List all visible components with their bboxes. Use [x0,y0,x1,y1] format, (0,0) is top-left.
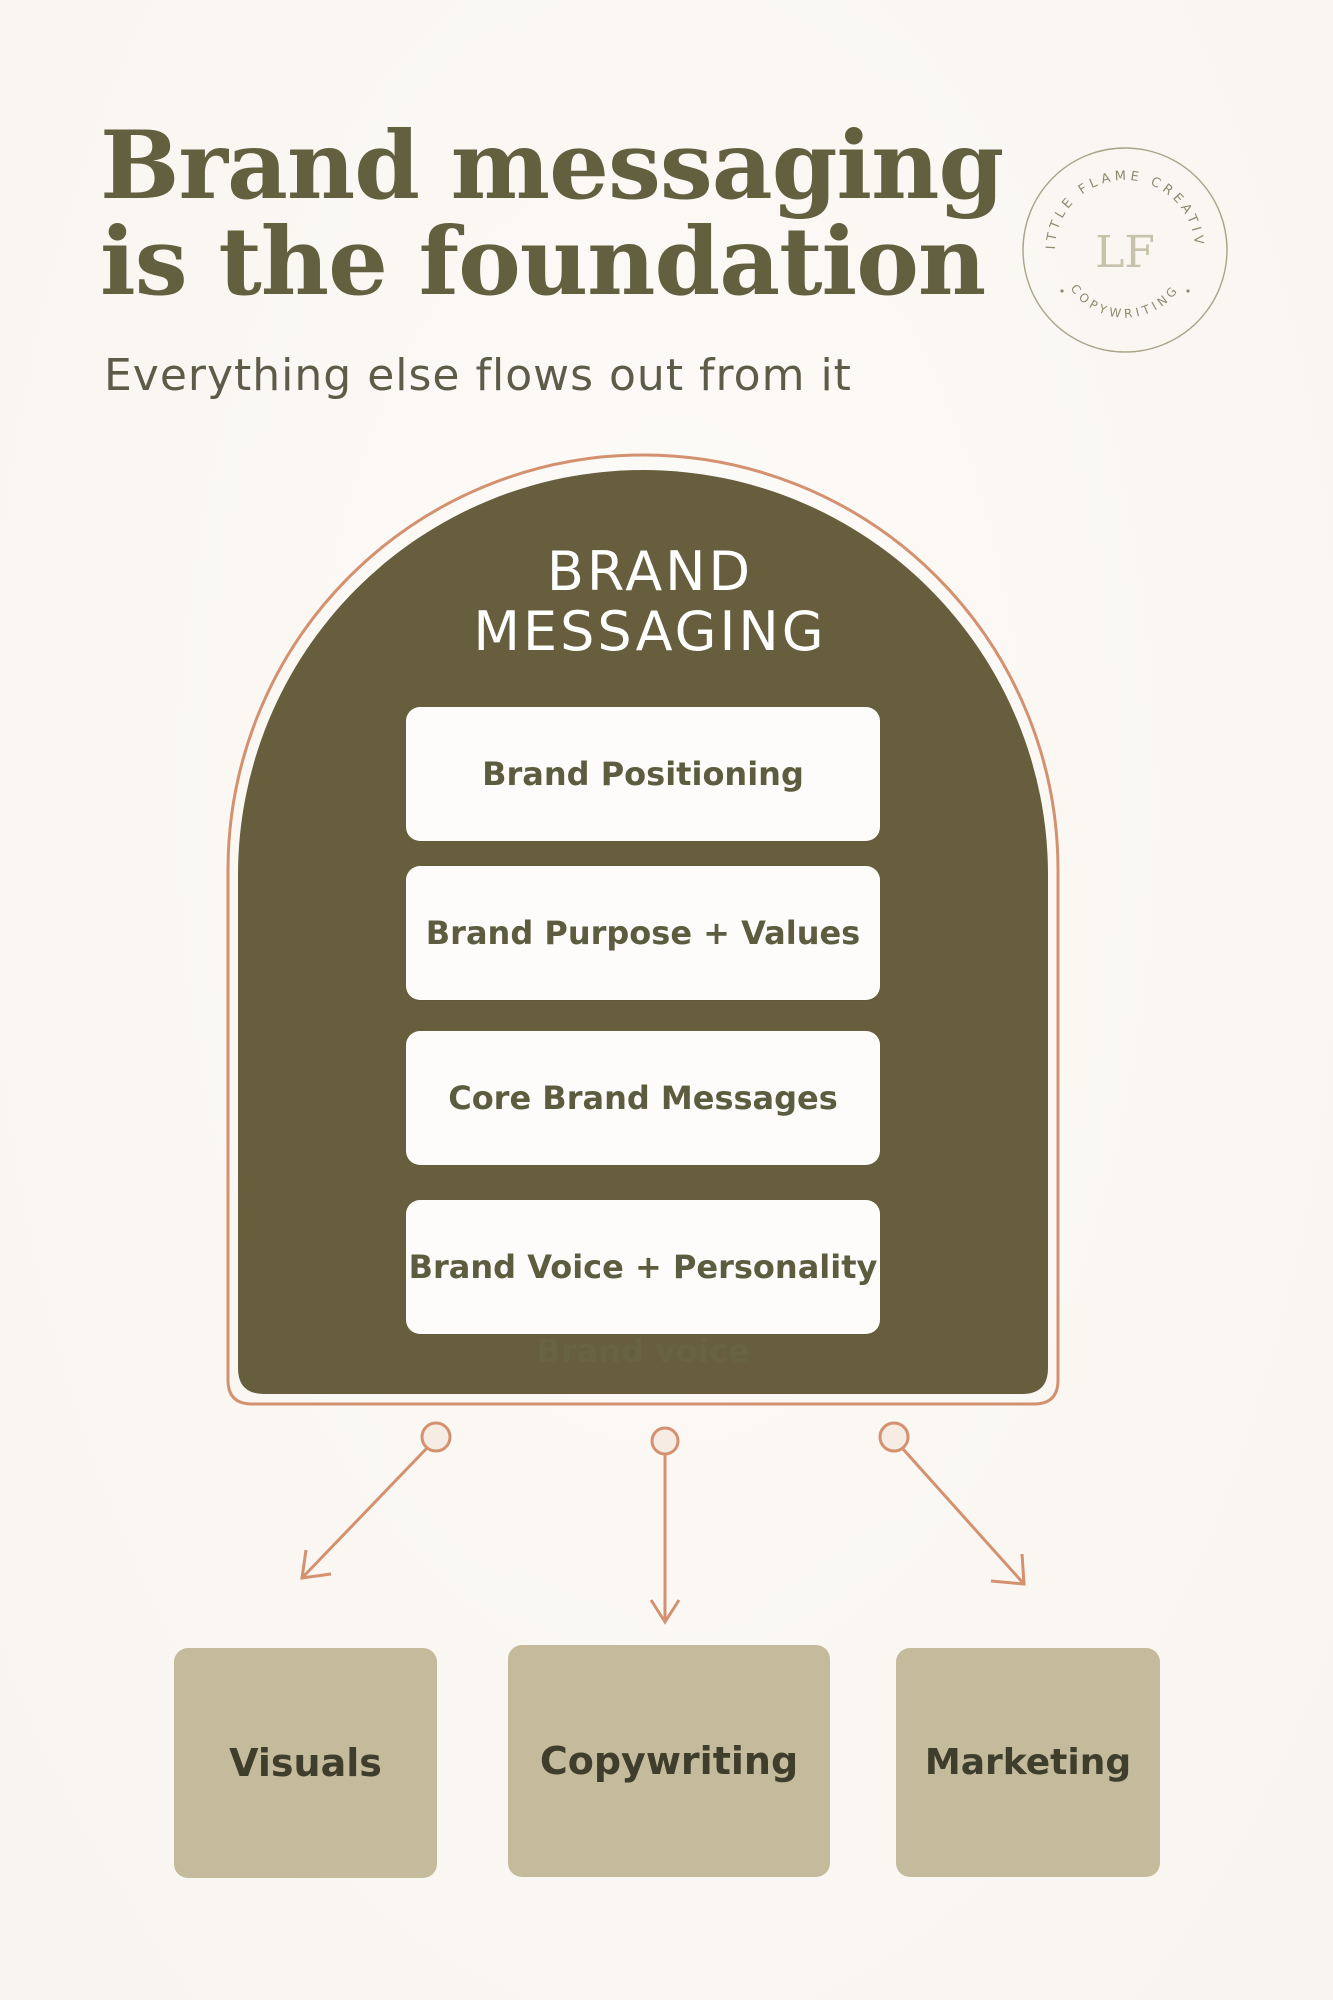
item-brand-positioning: Brand Positioning [406,707,880,841]
arch-outline [226,453,1060,1406]
output-marketing: Marketing [896,1648,1160,1877]
headline-line-1: Brand messaging [100,111,1004,221]
output-copywriting: Copywriting [508,1645,830,1877]
logo-ring [1022,147,1228,353]
item-core-brand-messages: Core Brand Messages [406,1031,880,1165]
arch-title-line-1: BRAND [546,540,754,603]
headline-line-2: is the foundation [100,207,986,317]
arrow-to-copywriting [649,1426,681,1625]
item-brand-purpose-values: Brand Purpose + Values [406,866,880,1000]
logo-monogram: LF [1095,227,1155,278]
item-brand-voice-personality: Brand Voice + Personality [406,1200,880,1334]
arrow-to-marketing [878,1421,1026,1586]
arrow-to-visuals [300,1421,452,1580]
arch-title: BRAND MESSAGING [340,542,960,662]
output-visuals: Visuals [174,1648,437,1878]
little-flame-logo: LITTLE FLAME CREATIVE LF COPYWRITING [1020,145,1228,353]
subtitle: Everything else flows out from it [104,350,852,401]
faint-brand-voice-label: Brand voice [536,1332,750,1370]
logo-dot-left [1060,289,1064,293]
arch-title-line-2: MESSAGING [473,600,827,663]
logo-dot-right [1186,289,1190,293]
headline: Brand messaging is the foundation [100,111,1004,317]
